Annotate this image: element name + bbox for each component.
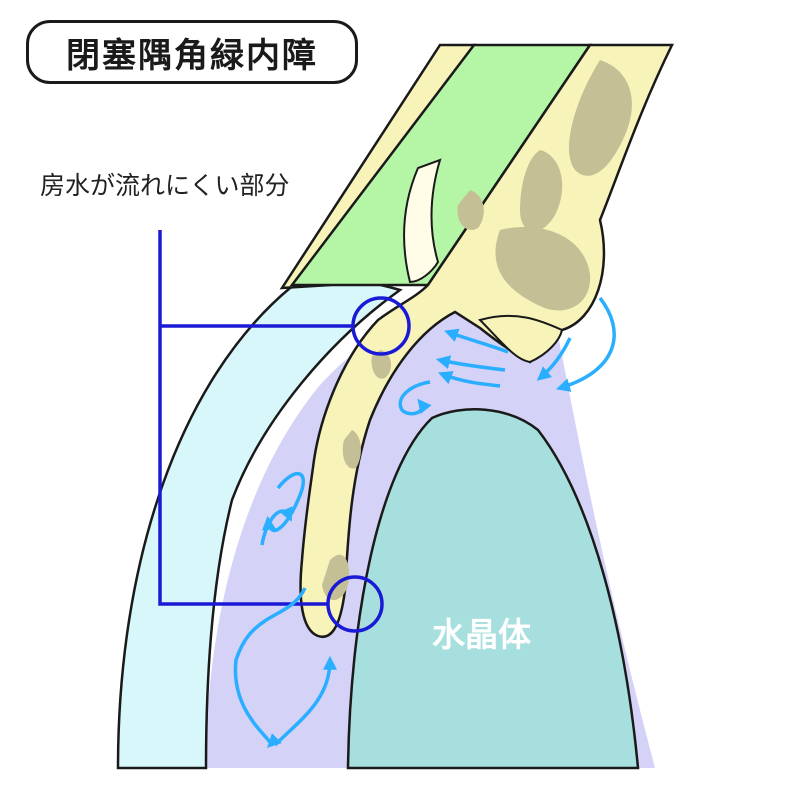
- aqueous-flow-arrow-icon: [273, 655, 337, 747]
- aqueous-flow-arrow-icon: [536, 337, 572, 381]
- title-box: 閉塞隅角緑内障: [26, 20, 358, 84]
- aqueous-flow-arrow-icon: [444, 328, 509, 354]
- cornea: [116, 278, 403, 770]
- aqueous-flow-arrow-icon: [260, 506, 293, 546]
- aqueous-flow-arrow-icon: [438, 371, 501, 388]
- aqueous-flow-arrow-icon: [233, 587, 307, 748]
- schlemm-canal: [403, 158, 442, 284]
- aqueous-flow-arrow-icon: [555, 296, 616, 392]
- lens-label: 水晶体: [432, 615, 531, 654]
- aqueous-flow-arrow-icon: [398, 380, 432, 416]
- callout-label: 房水が流れにくい部分: [40, 171, 290, 200]
- iris-root: [478, 314, 564, 364]
- aqueous-flow-arrow-icon: [262, 471, 305, 533]
- ciliary-body: [299, 43, 675, 639]
- flow-arrows: [233, 296, 616, 748]
- title: 閉塞隅角緑内障: [66, 35, 318, 76]
- lens: [346, 408, 640, 770]
- aqueous-flow-arrow-icon: [435, 355, 506, 372]
- callout-bracket: [158, 230, 353, 606]
- pigment-spots: [322, 60, 632, 600]
